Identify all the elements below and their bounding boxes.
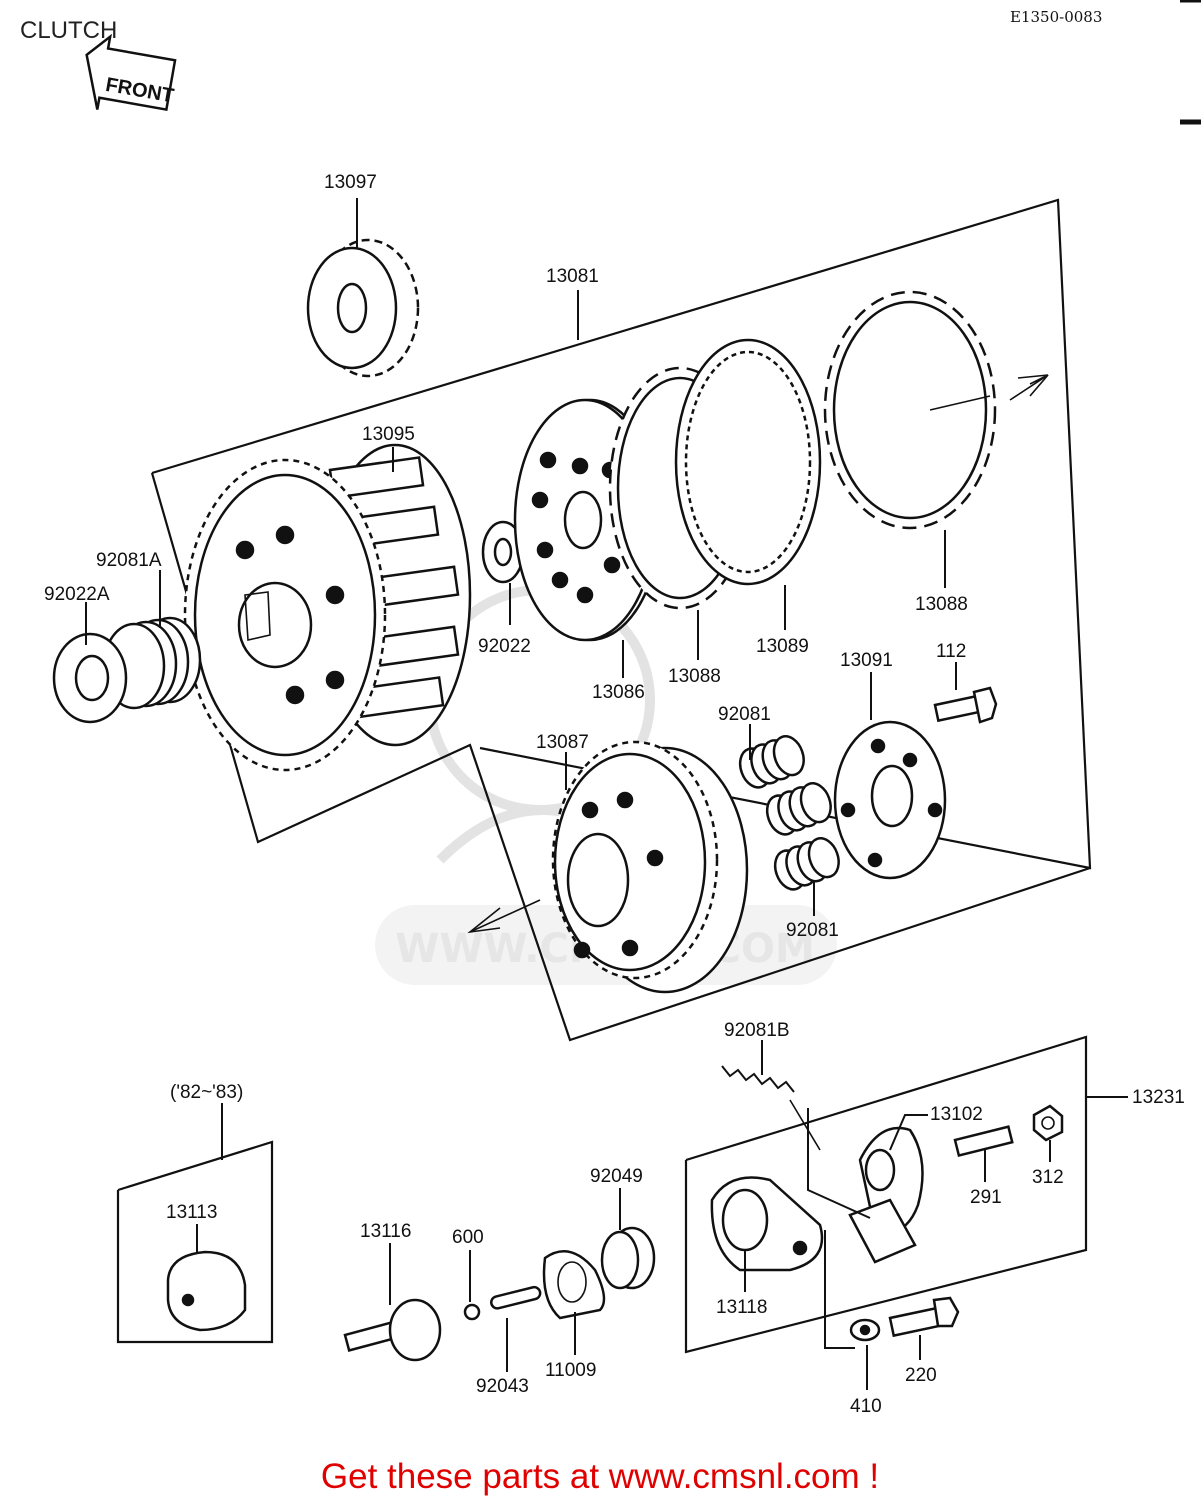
callout-13088-inner: 13088 (668, 666, 721, 687)
callout-13091: 13091 (840, 650, 893, 671)
callout-112: 112 (936, 641, 966, 662)
front-arrow-icon: FRONT (85, 33, 177, 112)
callout-312: 312 (1032, 1167, 1064, 1188)
clutch-housing-13095 (183, 443, 472, 772)
callout-labels: 13097 13081 13095 92081A 92022A 92022 13… (44, 172, 1185, 1417)
callout-13087: 13087 (536, 732, 589, 753)
ball-600 (463, 1303, 481, 1321)
leader-lines (85, 198, 1128, 1390)
callout-13086: 13086 (592, 682, 645, 703)
steel-plate-13089 (674, 338, 822, 586)
washer-92022A (52, 632, 128, 724)
clutch-springs-92081 (738, 735, 840, 891)
diagram-reference: E1350-0083 (1010, 8, 1102, 26)
spring-92081B (721, 1065, 821, 1151)
callout-92081-bottom: 92081 (786, 920, 839, 941)
callout-92049: 92049 (590, 1166, 643, 1187)
year-note: ('82~'83) (170, 1082, 243, 1103)
callout-220: 220 (905, 1365, 937, 1386)
callout-92081-top: 92081 (718, 704, 771, 725)
callout-13089: 13089 (756, 636, 809, 657)
seal-92049 (600, 1226, 656, 1290)
gasket-11009 (542, 1250, 606, 1320)
callout-13118: 13118 (716, 1297, 767, 1318)
release-assembly-outline (684, 1035, 1088, 1354)
callout-13088-outer: 13088 (915, 594, 968, 615)
adjusting-screw-291 (953, 1125, 1014, 1158)
bolt-220 (888, 1296, 960, 1338)
callout-13097: 13097 (324, 172, 377, 193)
callout-291: 291 (970, 1187, 1002, 1208)
primary-gear-13097 (306, 238, 420, 378)
washer-410 (849, 1318, 881, 1342)
callout-92022A: 92022A (44, 584, 110, 605)
pin-92043 (490, 1285, 542, 1310)
spring-92081A (102, 616, 202, 710)
callout-13095: 13095 (362, 424, 415, 445)
callout-13231: 13231 (1132, 1087, 1185, 1108)
callout-11009: 11009 (545, 1360, 596, 1381)
callout-13116: 13116 (360, 1221, 411, 1242)
bolt-112 (933, 686, 998, 724)
promo-link[interactable]: Get these parts at www.cmsnl.com ! (321, 1457, 879, 1496)
callout-410: 410 (850, 1396, 882, 1417)
pressure-plate-13087 (551, 740, 749, 994)
cap-13113 (166, 1250, 247, 1332)
spring-plate-13091 (833, 720, 947, 880)
callout-92081A: 92081A (96, 550, 162, 571)
callout-13102: 13102 (930, 1104, 983, 1125)
callout-92043: 92043 (476, 1376, 529, 1397)
callout-13113: 13113 (166, 1202, 217, 1223)
callout-600: 600 (452, 1227, 484, 1248)
nut-312 (1032, 1104, 1064, 1142)
release-lever-13102 (848, 1126, 924, 1264)
push-rod-13116 (343, 1298, 442, 1362)
callout-13081: 13081 (546, 266, 599, 287)
callout-92022: 92022 (478, 636, 531, 657)
release-holder-13118 (710, 1176, 824, 1272)
friction-plate-13088-b (823, 290, 997, 530)
callout-92081B: 92081B (724, 1020, 790, 1041)
cover-box-outline (116, 1140, 274, 1344)
section-title: CLUTCH (20, 17, 117, 44)
